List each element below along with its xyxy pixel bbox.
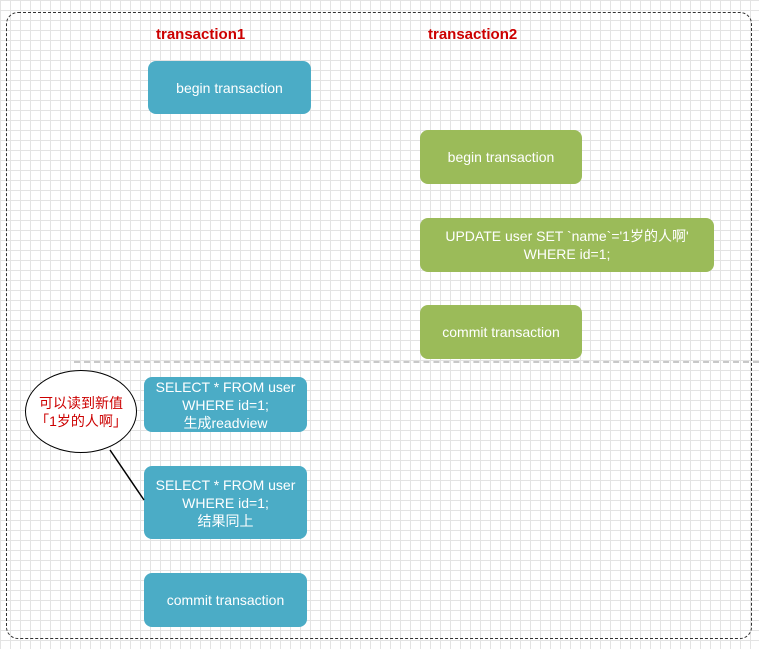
phase-divider <box>74 361 759 363</box>
t1-commit-transaction: commit transaction <box>144 573 307 627</box>
t1-select-readview: SELECT * FROM user WHERE id=1; 生成readvie… <box>144 377 307 432</box>
transaction1-title: transaction1 <box>156 26 246 43</box>
t1-begin-transaction: begin transaction <box>148 61 311 114</box>
t2-commit-transaction: commit transaction <box>420 305 582 359</box>
t2-begin-transaction: begin transaction <box>420 130 582 184</box>
t2-update-statement: UPDATE user SET `name`='1岁的人啊' WHERE id=… <box>420 218 714 272</box>
transaction2-title: transaction2 <box>428 26 518 43</box>
t1-select-same-result: SELECT * FROM user WHERE id=1; 结果同上 <box>144 466 307 539</box>
diagram-frame <box>6 12 752 639</box>
callout-bubble: 可以读到新值 「1岁的人啊」 <box>25 370 137 453</box>
